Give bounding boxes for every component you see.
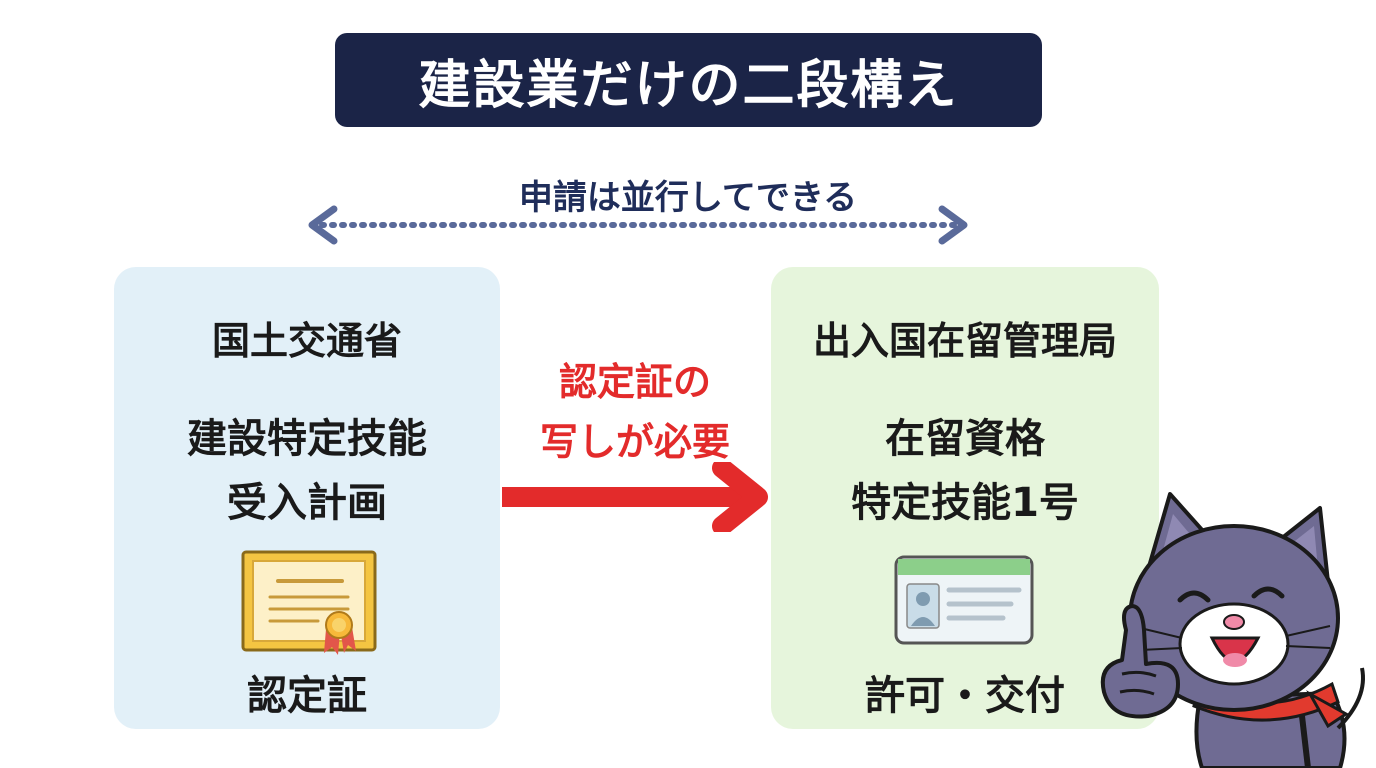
plan-line-1: 建設特定技能 xyxy=(187,416,427,462)
status-line-2: 特定技能1号 xyxy=(851,480,1079,526)
plan-title: 建設特定技能 受入計画 xyxy=(114,407,500,535)
status-line-1: 在留資格 xyxy=(885,416,1045,462)
plan-line-2: 受入計画 xyxy=(227,480,387,526)
page-title: 建設業だけの二段構え xyxy=(418,55,959,116)
transfer-note-line-2: 写しが必要 xyxy=(539,420,730,464)
certificate-label: 認定証 xyxy=(247,673,367,719)
red-arrow-icon xyxy=(502,462,768,532)
immigration-heading: 出入国在留管理局 xyxy=(812,319,1117,363)
certificate-icon xyxy=(241,550,377,655)
title-banner: 建設業だけの二段構え xyxy=(335,33,1042,127)
immigration-panel: 出入国在留管理局 在留資格 特定技能1号 許可・交付 xyxy=(771,267,1159,729)
parallel-note: 申請は並行してできる xyxy=(518,178,858,218)
cat-mascot-icon xyxy=(1100,492,1365,768)
transfer-note: 認定証の 写しが必要 xyxy=(506,352,764,472)
status-title: 在留資格 特定技能1号 xyxy=(771,407,1159,535)
transfer-note-line-1: 認定証の xyxy=(558,360,711,404)
double-arrow-icon xyxy=(308,205,968,245)
result-label: 許可・交付 xyxy=(865,673,1065,719)
mlit-heading: 国土交通省 xyxy=(211,319,402,363)
mlit-panel: 国土交通省 建設特定技能 受入計画 認定証 xyxy=(114,267,500,729)
residence-card-icon xyxy=(894,555,1034,645)
